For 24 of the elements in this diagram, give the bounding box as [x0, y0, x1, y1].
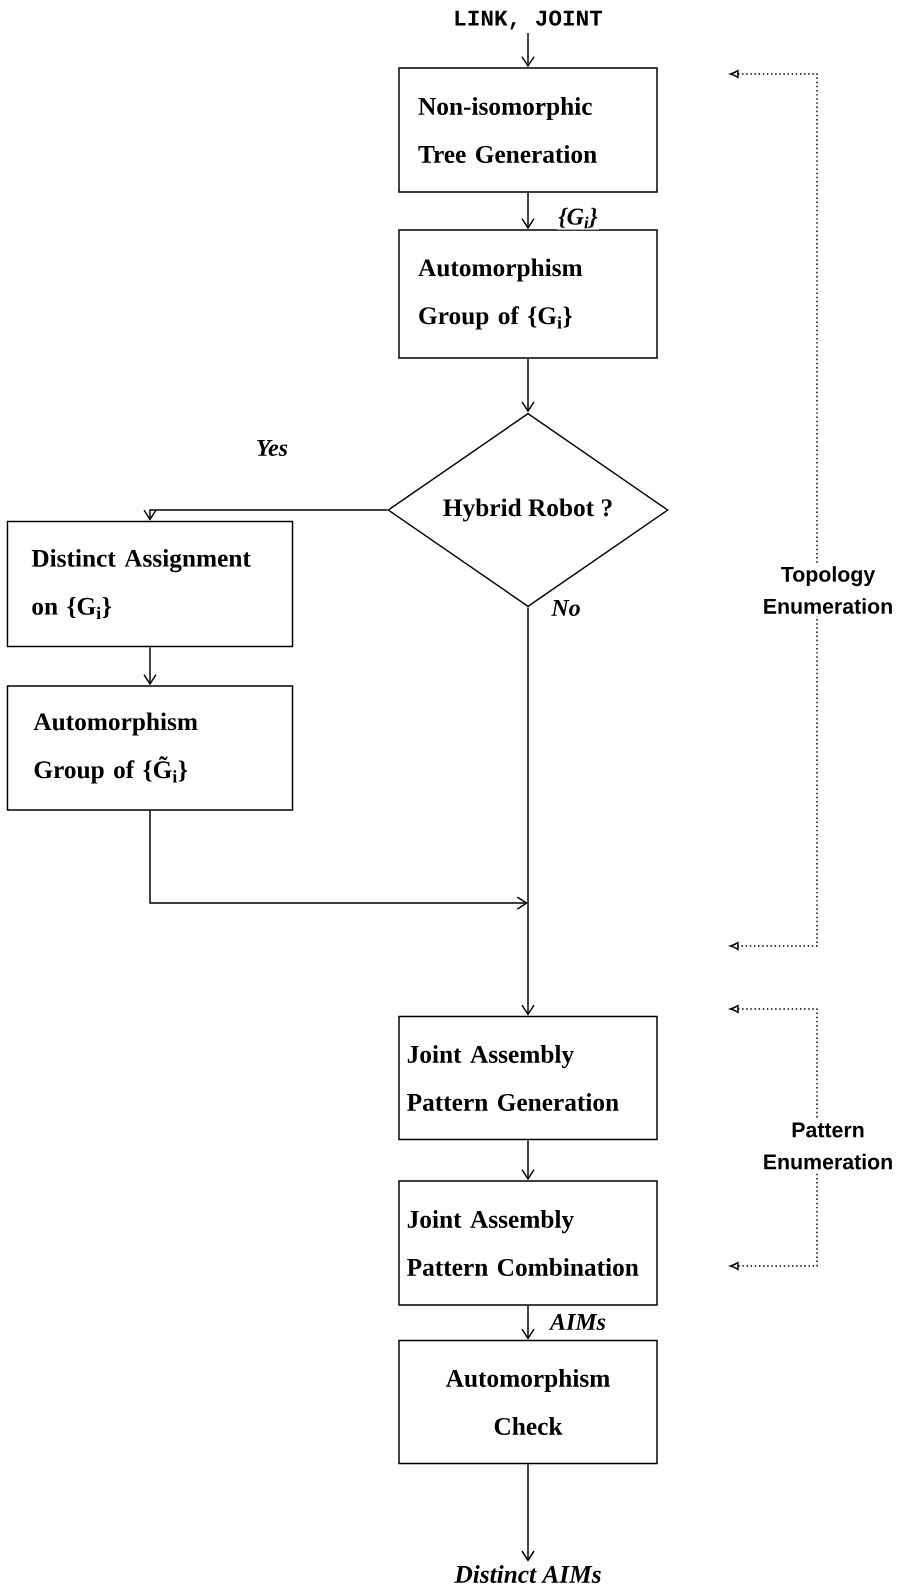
arrow [149, 810, 528, 910]
bracket-label: Topology Enumeration [764, 566, 892, 614]
process-box: Automorphism Check [398, 1339, 658, 1465]
edge-label: AIMs [548, 1313, 606, 1331]
process-box: Joint Assembly Pattern Combination [398, 1180, 658, 1306]
arrow [521, 606, 535, 1016]
edge-label: Yes [257, 440, 288, 456]
arrow [521, 1139, 535, 1181]
arrow [521, 1305, 535, 1340]
process-box: Joint Assembly Pattern Generation [398, 1015, 658, 1141]
arrow [521, 358, 535, 413]
process-box: Non-isomorphic Tree Generation [398, 67, 658, 193]
arrow [143, 509, 388, 521]
flow-text: LINK, JOINT [455, 10, 603, 30]
arrow [521, 32, 535, 68]
arrow [521, 192, 535, 230]
process-box: Automorphism Group of {G̃$_{i}$} [6, 685, 294, 811]
arrow [521, 1463, 535, 1562]
flow-text: Distinct AIMs [454, 1565, 601, 1583]
process-box: Automorphism Group of {G$_{i}$} [398, 229, 658, 359]
edge-label: {G$_{i}$} [558, 207, 598, 229]
arrow [143, 646, 157, 686]
bracket-label: Pattern Enumeration [764, 1122, 892, 1170]
process-box: Distinct Assignment on {G$_{i}$} [6, 520, 294, 648]
